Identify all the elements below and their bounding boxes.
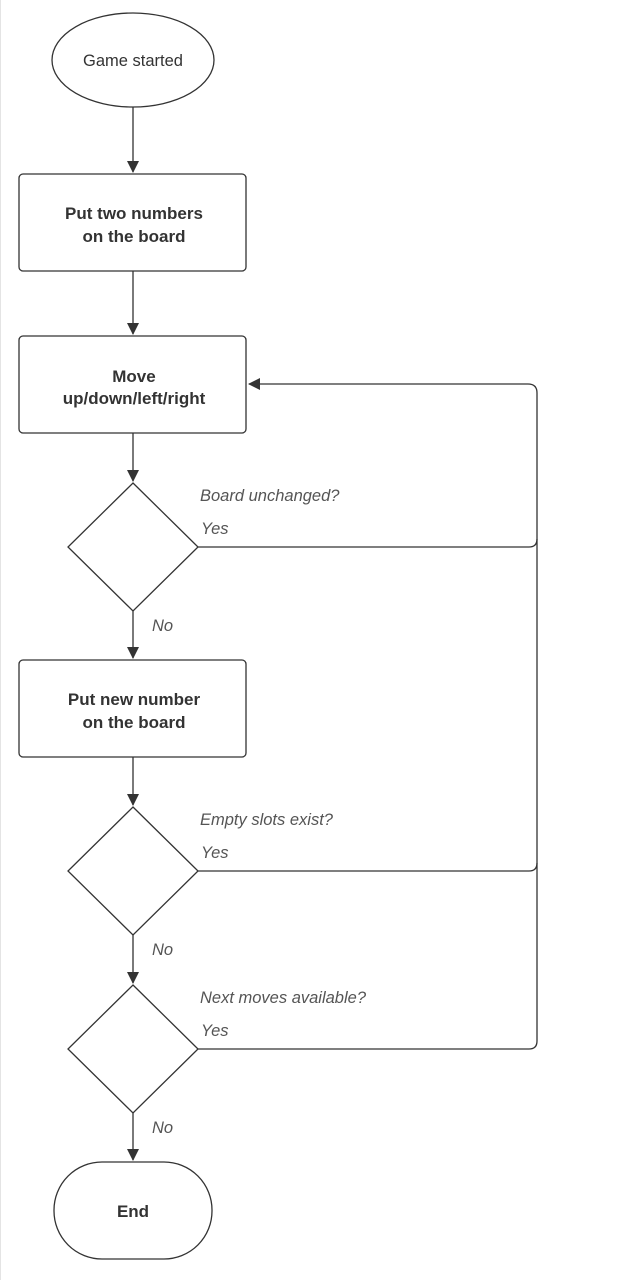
decision-board-unchanged-no: No [152, 617, 173, 635]
decision-next-moves-no: No [152, 1119, 173, 1137]
decision-empty-slots-no: No [152, 941, 173, 959]
decision-board-unchanged-yes: Yes [201, 520, 229, 538]
start-node: Game started [51, 12, 215, 108]
end-node-label: End [117, 1202, 149, 1221]
end-node: End [53, 1161, 213, 1260]
decision-empty-slots [67, 806, 199, 936]
start-node-label: Game started [83, 52, 183, 70]
put-two-numbers-line2: on the board [83, 227, 186, 246]
put-two-numbers-node: Put two numbers on the board [18, 173, 247, 272]
decision-board-unchanged-question: Board unchanged? [200, 487, 340, 505]
connector-empty-yes-to-loop [198, 862, 538, 872]
decision-next-moves-yes: Yes [201, 1022, 229, 1040]
connector-unchanged-yes-to-loop [198, 538, 538, 548]
connector-loop-back-to-move [198, 378, 538, 1050]
decision-board-unchanged [67, 482, 199, 612]
move-line2: up/down/left/right [63, 389, 206, 408]
move-node: Move up/down/left/right [18, 335, 247, 434]
put-two-numbers-line1: Put two numbers [65, 204, 203, 223]
put-new-number-node: Put new number on the board [18, 659, 247, 758]
put-new-number-line1: Put new number [68, 690, 201, 709]
put-new-number-line2: on the board [83, 713, 186, 732]
decision-next-moves [67, 984, 199, 1114]
move-line1: Move [112, 367, 155, 386]
decision-empty-slots-yes: Yes [201, 844, 229, 862]
decision-empty-slots-question: Empty slots exist? [200, 811, 334, 829]
decision-next-moves-question: Next moves available? [200, 989, 367, 1007]
